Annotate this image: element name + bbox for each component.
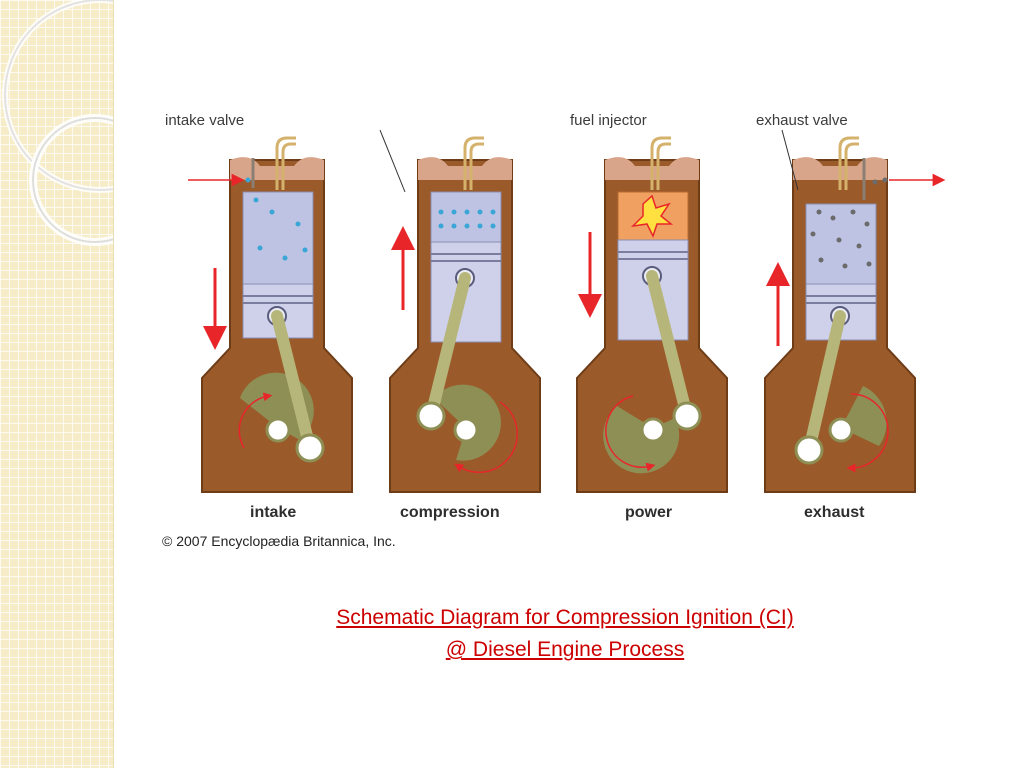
fuel-injector-pointer bbox=[781, 129, 799, 191]
caption-line-1[interactable]: Schematic Diagram for Compression Igniti… bbox=[336, 606, 794, 629]
sidebar-decoration bbox=[0, 0, 114, 768]
diesel-cycle-schematic bbox=[188, 129, 1001, 493]
stage-label-intake: intake bbox=[250, 504, 297, 521]
stage-label-exhaust: exhaust bbox=[804, 504, 865, 521]
exhaust-valve-label: exhaust valve bbox=[756, 112, 848, 129]
engine-power bbox=[576, 136, 728, 493]
sidebar-rings bbox=[2, 0, 113, 246]
intake-valve-pointer bbox=[379, 129, 406, 193]
copyright-notice: © 2007 Encyclopædia Britannica, Inc. bbox=[162, 533, 396, 549]
engine-exhaust bbox=[764, 136, 946, 493]
engine-intake bbox=[188, 136, 353, 493]
caption-line-2[interactable]: @ Diesel Engine Process bbox=[445, 638, 685, 661]
stage-label-compression: compression bbox=[400, 504, 500, 521]
fuel-injector-label: fuel injector bbox=[570, 112, 647, 129]
engine-diagram: intake valve fuel injector exhaust valve… bbox=[150, 100, 1001, 525]
intake-valve-label: intake valve bbox=[165, 112, 245, 129]
engine-compression bbox=[389, 136, 541, 493]
stage-label-power: power bbox=[625, 504, 673, 521]
